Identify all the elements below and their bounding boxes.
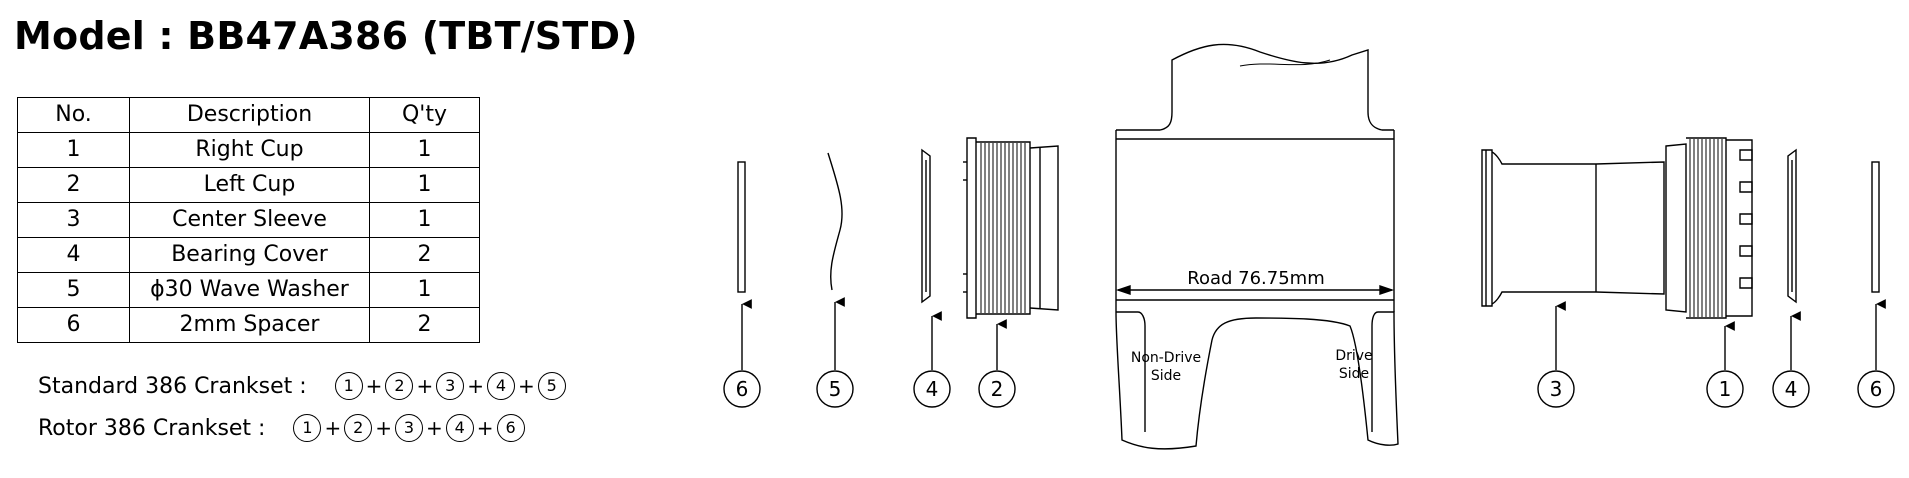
column-header-no: No.	[17, 97, 130, 133]
part-number-circle: 4	[486, 372, 515, 400]
callout-number: 3	[1550, 377, 1563, 401]
callout-circle	[723, 370, 761, 408]
callout-number: 6	[736, 377, 749, 401]
table-row: 6 2mm Spacer 2	[17, 307, 480, 343]
non-drive-side-label: Non-Drive	[1131, 350, 1201, 366]
callout-circle	[1857, 370, 1895, 408]
callout-circle	[816, 370, 854, 408]
callout-circle	[913, 370, 951, 408]
cell-description: Center Sleeve	[129, 202, 370, 238]
part-number-circle: 2	[344, 414, 373, 442]
cell-description: Left Cup	[129, 167, 370, 203]
cell-qty: 2	[369, 237, 480, 273]
column-header-qty: Q'ty	[369, 97, 480, 133]
callout-circle	[1706, 370, 1744, 408]
plus-sign: +	[416, 374, 434, 398]
bearing-cover-right	[1787, 148, 1797, 304]
wave-washer	[827, 152, 843, 291]
part-number-circle: 1	[334, 372, 363, 400]
road-dimension-label: Road 76.75mm	[1187, 268, 1325, 289]
cell-qty: 1	[369, 202, 480, 238]
combo-label: Rotor 386 Crankset :	[38, 415, 266, 441]
part-number-circle: 1	[293, 414, 322, 442]
plus-sign: +	[426, 416, 443, 440]
plus-sign: +	[467, 374, 484, 398]
left-cup	[963, 137, 1059, 319]
part-number-circle: 5	[537, 372, 566, 400]
cell-no: 3	[17, 202, 130, 238]
part-number-circle: 6	[496, 414, 525, 442]
center-sleeve	[1481, 149, 1665, 307]
callout-number: 1	[1719, 377, 1732, 401]
plus-sign: +	[517, 374, 535, 398]
cell-qty: 2	[369, 307, 480, 343]
cell-qty: 1	[369, 272, 480, 308]
bottom-bracket-shell	[1115, 43, 1399, 450]
table-row: 4 Bearing Cover 2	[17, 237, 480, 273]
part-number-circle: 3	[436, 372, 465, 400]
plus-sign: +	[365, 374, 383, 398]
rotor-crankset-combo: Rotor 386 Crankset : 1+2+3+4+6	[38, 414, 525, 442]
bearing-cover-left	[921, 148, 931, 304]
part-number-circle: 2	[385, 372, 414, 400]
callout-circle	[1537, 370, 1575, 408]
cell-no: 1	[17, 132, 130, 168]
callout-circle	[978, 370, 1016, 408]
callout-number: 6	[1870, 377, 1883, 401]
part-number-circle: 4	[445, 414, 474, 442]
parts-table: No. Description Q'ty 1 Right Cup 1 2 Lef…	[17, 97, 480, 343]
table-row: 2 Left Cup 1	[17, 167, 480, 203]
table-row: 1 Right Cup 1	[17, 132, 480, 168]
drive-side-label: Drive	[1335, 348, 1372, 364]
non-drive-side-label: Side	[1151, 368, 1181, 384]
plus-sign: +	[375, 416, 392, 440]
callout-number: 2	[991, 377, 1004, 401]
callout-number: 4	[1785, 377, 1798, 401]
part-number-circle: 3	[395, 414, 423, 442]
road-dimension-line	[1115, 285, 1395, 295]
combo-label: Standard 386 Crankset :	[38, 373, 307, 399]
callout-circle	[1772, 370, 1810, 408]
cell-description: 2mm Spacer	[129, 307, 370, 343]
page-title: Model : BB47A386 (TBT/STD)	[14, 14, 638, 58]
cell-qty: 1	[369, 167, 480, 203]
cell-description: Right Cup	[129, 132, 370, 168]
cell-no: 6	[17, 307, 130, 343]
cell-description: ϕ30 Wave Washer	[129, 272, 370, 308]
plus-sign: +	[476, 416, 494, 440]
drive-side-label: Side	[1339, 366, 1369, 382]
standard-crankset-combo: Standard 386 Crankset : 1+2+3+4+5	[38, 372, 566, 400]
cell-description: Bearing Cover	[129, 237, 370, 273]
callout-number: 5	[829, 377, 842, 401]
spacer-right	[1871, 161, 1880, 293]
spacer-left	[737, 161, 746, 293]
table-row: 3 Center Sleeve 1	[17, 202, 480, 238]
right-cup	[1665, 137, 1753, 319]
plus-sign: +	[324, 416, 342, 440]
callout-number: 4	[926, 377, 939, 401]
